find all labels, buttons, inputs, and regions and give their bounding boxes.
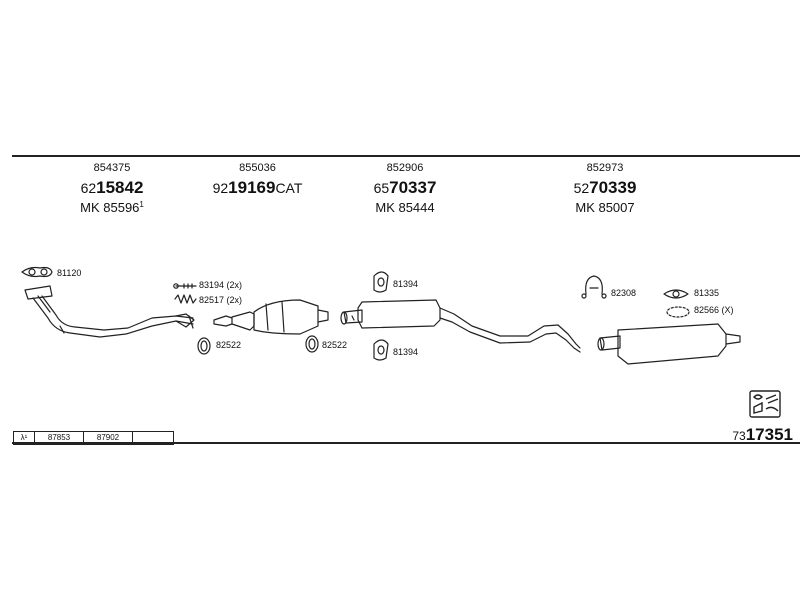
mk-number: MK 85444 bbox=[375, 200, 435, 215]
ring-82566 bbox=[666, 306, 690, 318]
bolt-83194-icon bbox=[173, 283, 197, 289]
label-81394-top: 81394 bbox=[393, 279, 419, 289]
top-divider bbox=[12, 155, 800, 157]
clamp-82308 bbox=[581, 275, 607, 299]
rear-silencer bbox=[597, 323, 741, 365]
gasket-81120 bbox=[21, 266, 53, 278]
part-number: 9219169CAT bbox=[212, 178, 303, 197]
header-group-3: 852906 6570337 MK 85444 bbox=[350, 162, 460, 215]
label-82566: 82566 (X) bbox=[694, 305, 734, 315]
label-83194: 83194 (2x) bbox=[199, 280, 243, 290]
header-group-1: 854375 6215842 MK 855961 bbox=[62, 162, 162, 215]
ref-number: 852973 bbox=[586, 162, 624, 174]
label-82522-left: 82522 bbox=[216, 340, 242, 350]
set-number: 7317351 bbox=[732, 425, 793, 444]
part-number: 6215842 bbox=[80, 178, 144, 197]
ring-82522-right bbox=[305, 335, 319, 353]
front-pipe bbox=[24, 285, 195, 338]
header-group-4: 852973 5270339 MK 85007 bbox=[550, 162, 660, 215]
ref-number: 855036 bbox=[239, 162, 276, 174]
table-cell: 87853 bbox=[35, 432, 84, 444]
mount-81335 bbox=[663, 289, 689, 299]
mount-81394-top bbox=[373, 271, 389, 293]
kit-box-icon bbox=[748, 389, 782, 419]
ref-number: 852906 bbox=[386, 162, 424, 174]
middle-silencer bbox=[340, 299, 581, 353]
part-number: 5270339 bbox=[573, 178, 637, 197]
bottom-divider bbox=[12, 442, 800, 444]
ref-number: 854375 bbox=[93, 162, 131, 174]
label-82517: 82517 (2x) bbox=[199, 295, 243, 305]
table-cell-lambda: λ¹ bbox=[14, 432, 35, 444]
table-cell: 87902 bbox=[84, 432, 133, 444]
label-82308: 82308 bbox=[611, 288, 637, 298]
part-number: 6570337 bbox=[373, 178, 437, 197]
catalytic-converter bbox=[213, 299, 329, 335]
mount-81394-bottom bbox=[373, 339, 389, 361]
label-81120: 81120 bbox=[57, 268, 82, 278]
ring-82522-left bbox=[197, 337, 211, 355]
header-group-2: 855036 9219169CAT bbox=[200, 163, 315, 201]
label-82522-right: 82522 bbox=[322, 340, 348, 350]
mk-number: MK 855961 bbox=[80, 200, 144, 215]
spring-82517-icon bbox=[174, 294, 197, 304]
mk-number: MK 85007 bbox=[575, 200, 635, 215]
label-81394-bottom: 81394 bbox=[393, 347, 419, 357]
label-81335: 81335 bbox=[694, 288, 720, 298]
lambda-parts-table: λ¹ 87853 87902 bbox=[13, 431, 174, 445]
table-cell bbox=[133, 432, 173, 444]
